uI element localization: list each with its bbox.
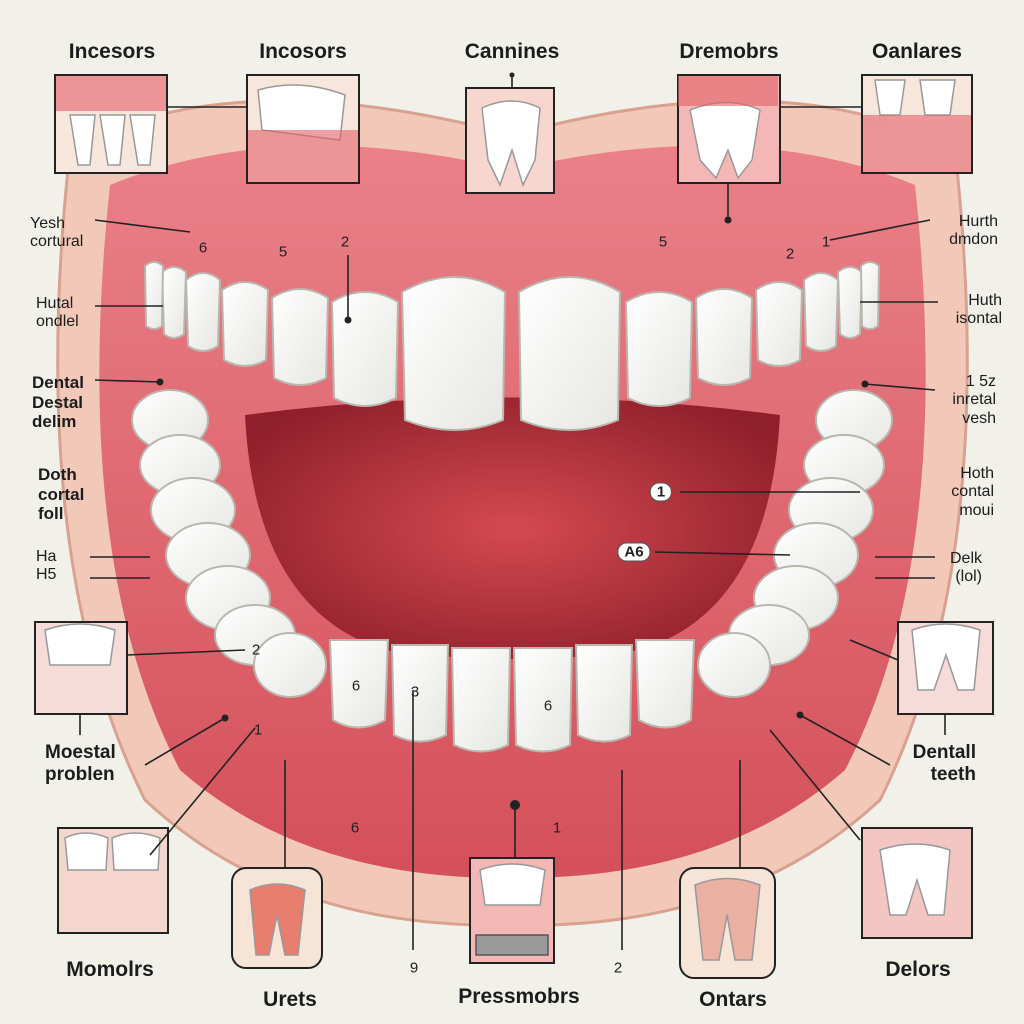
number-marker: 2 bbox=[340, 233, 350, 251]
top-label-incesors: Incesors bbox=[68, 40, 156, 63]
lower-front-teeth bbox=[328, 639, 696, 753]
number-marker: 6 bbox=[543, 697, 553, 715]
leader-lines bbox=[79, 75, 946, 950]
number-marker-boxed: A6 bbox=[617, 542, 651, 562]
number-marker: 6 bbox=[350, 819, 360, 837]
number-marker: 6 bbox=[351, 677, 361, 695]
top-label-oanlares: Oanlares bbox=[872, 40, 962, 63]
number-marker: 1 bbox=[552, 819, 562, 837]
bridge-base bbox=[475, 934, 549, 956]
number-marker: 9 bbox=[409, 959, 419, 977]
top-card-gum-fill bbox=[56, 76, 971, 182]
right-label-5: Delk(lol) bbox=[949, 550, 982, 586]
bottom-label-urets: Urets bbox=[263, 988, 317, 1011]
number-marker: 1 bbox=[821, 233, 831, 251]
number-marker: 6 bbox=[198, 239, 208, 257]
number-marker: 1 bbox=[253, 721, 263, 739]
side-card-teeth bbox=[44, 623, 981, 691]
number-marker: 5 bbox=[658, 233, 668, 251]
number-marker-boxed: 1 bbox=[649, 482, 673, 502]
number-marker: 2 bbox=[785, 245, 795, 263]
tongue bbox=[245, 397, 780, 659]
top-label-cannines: Cannines bbox=[464, 40, 560, 63]
bottom-label-pressmobrs: Pressmobrs bbox=[458, 985, 580, 1008]
leader-dots bbox=[156, 72, 869, 810]
lower-right-molars bbox=[697, 389, 893, 698]
top-label-dremobrs: Dremobrs bbox=[679, 40, 779, 63]
number-marker: 3 bbox=[410, 683, 420, 701]
upper-teeth bbox=[143, 261, 881, 431]
top-label-incosors: Incosors bbox=[259, 40, 347, 63]
number-marker: 2 bbox=[613, 959, 623, 977]
bottom-label-momolrs: Momolrs bbox=[66, 958, 154, 981]
bottom-label-delors: Delors bbox=[885, 958, 951, 981]
bottom-card-teeth bbox=[64, 832, 951, 961]
number-marker: 2 bbox=[251, 641, 261, 659]
bottom-label-ontars: Ontars bbox=[699, 988, 767, 1011]
number-marker: 5 bbox=[278, 243, 288, 261]
